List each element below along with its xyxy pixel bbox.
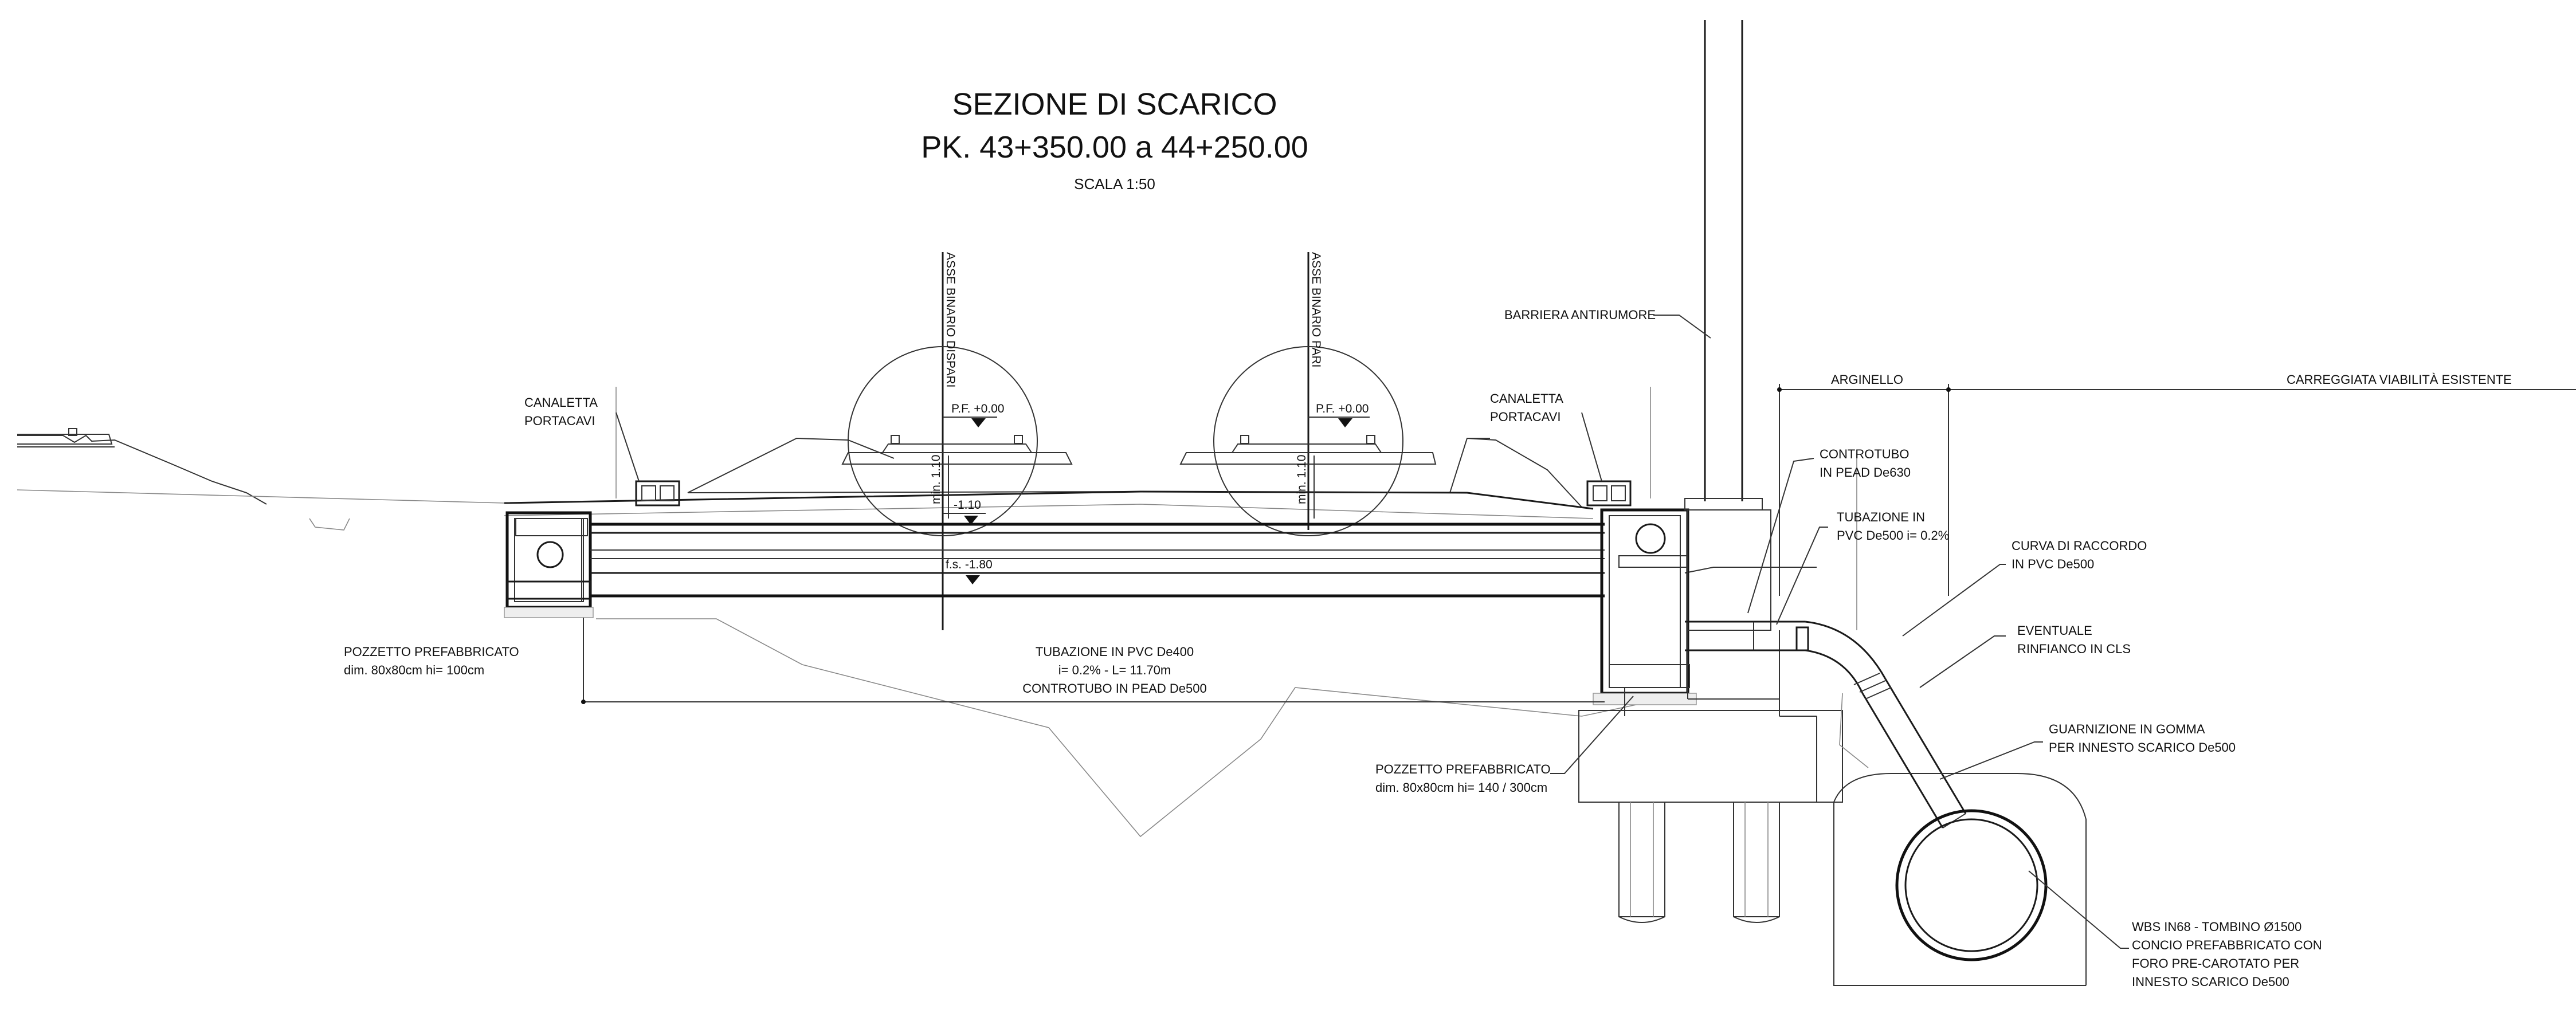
curva-line1: CURVA DI RACCORDO xyxy=(2012,539,2147,553)
leaders xyxy=(615,315,2129,949)
controtubo-line2: IN PEAD De630 xyxy=(1820,465,1911,480)
level-markers: P.F. +0.00 P.F. +0.00 -1.10 f.s. -1.80 m… xyxy=(930,402,1370,584)
canaletta-left-line1: CANALETTA xyxy=(524,395,598,410)
track-pari xyxy=(1179,435,1437,465)
title-line2: PK. 43+350.00 a 44+250.00 xyxy=(921,130,1308,164)
canaletta-right-line2: PORTACAVI xyxy=(1490,410,1561,424)
eventuale-line1: EVENTUALE xyxy=(2017,623,2092,638)
level-fs: f.s. -1.80 xyxy=(946,558,993,571)
guarnizione-line1: GUARNIZIONE IN GOMMA xyxy=(2049,722,2205,736)
scale-label: SCALA 1:50 xyxy=(1074,175,1155,193)
pozzetto-right xyxy=(1578,508,1843,803)
main-pipe xyxy=(590,523,1605,598)
carreggiata-label: CARREGGIATA VIABILITÀ ESISTENTE xyxy=(2287,372,2512,387)
min-pari: min. 1.10 xyxy=(1295,455,1308,504)
tombino xyxy=(1833,693,2087,986)
discharge-pipe xyxy=(1685,621,1967,828)
dimension-lines xyxy=(581,384,2576,704)
tubazione-center-line2: i= 0.2% - L= 11.70m xyxy=(1058,663,1171,677)
canaletta-left xyxy=(635,480,680,506)
axis-pari-label: ASSE BINARIO PARI xyxy=(1309,252,1323,368)
min-dispari: min. 1.10 xyxy=(930,455,943,504)
tubazione-right-line1: TUBAZIONE IN xyxy=(1837,510,1925,524)
axis-pari: ASSE BINARIO PARI xyxy=(1213,252,1403,536)
annotation-labels: CANALETTA PORTACAVI CANALETTA PORTACAVI … xyxy=(344,308,2512,989)
pf-pari: P.F. +0.00 xyxy=(1316,402,1369,415)
barriera-antirumore xyxy=(1684,20,1817,802)
canaletta-left-line2: PORTACAVI xyxy=(524,414,595,428)
track-dispari xyxy=(841,435,1073,465)
curva-line2: IN PVC De500 xyxy=(2012,557,2094,571)
piles xyxy=(1618,802,1780,923)
tubazione-center-line1: TUBAZIONE IN PVC De400 xyxy=(1036,645,1194,659)
canaletta-right-line1: CANALETTA xyxy=(1490,391,1563,406)
pozzetto-right-line1: POZZETTO PREFABBRICATO xyxy=(1375,762,1551,776)
level-minus-110: -1.10 xyxy=(954,498,981,512)
wbs-line1: WBS IN68 - TOMBINO Ø1500 xyxy=(2132,920,2301,934)
guarnizione-line2: PER INNESTO SCARICO De500 xyxy=(2049,740,2236,755)
axis-dispari-label: ASSE BINARIO DISPARI xyxy=(944,252,957,388)
pozzetto-left-line2: dim. 80x80cm hi= 100cm xyxy=(344,663,484,677)
title-line1: SEZIONE DI SCARICO xyxy=(952,87,1277,121)
pf-dispari: P.F. +0.00 xyxy=(951,402,1004,415)
pozzetto-left xyxy=(504,511,594,702)
tubazione-center-line3: CONTROTUBO IN PEAD De500 xyxy=(1022,681,1207,696)
pozzetto-right-line2: dim. 80x80cm hi= 140 / 300cm xyxy=(1375,780,1547,795)
ground-profile xyxy=(17,434,1817,838)
axis-dispari: ASSE BINARIO DISPARI xyxy=(848,252,1038,630)
track-left-edge xyxy=(17,428,113,445)
wbs-line4: INNESTO SCARICO De500 xyxy=(2132,975,2289,989)
wbs-line2: CONCIO PREFABBRICATO CON xyxy=(2132,938,2322,952)
wbs-line3: FORO PRE-CAROTATO PER xyxy=(2132,956,2299,971)
arginello-label: ARGINELLO xyxy=(1831,372,1903,387)
eventuale-line2: RINFIANCO IN CLS xyxy=(2017,642,2131,656)
pozzetto-left-line1: POZZETTO PREFABBRICATO xyxy=(344,645,519,659)
canaletta-right xyxy=(1586,480,1632,506)
title-block: SEZIONE DI SCARICO PK. 43+350.00 a 44+25… xyxy=(921,87,1308,193)
tubazione-right-line2: PVC De500 i= 0.2% xyxy=(1837,528,1949,543)
barriera-label: BARRIERA ANTIRUMORE xyxy=(1504,308,1656,322)
controtubo-line1: CONTROTUBO xyxy=(1820,447,1909,461)
